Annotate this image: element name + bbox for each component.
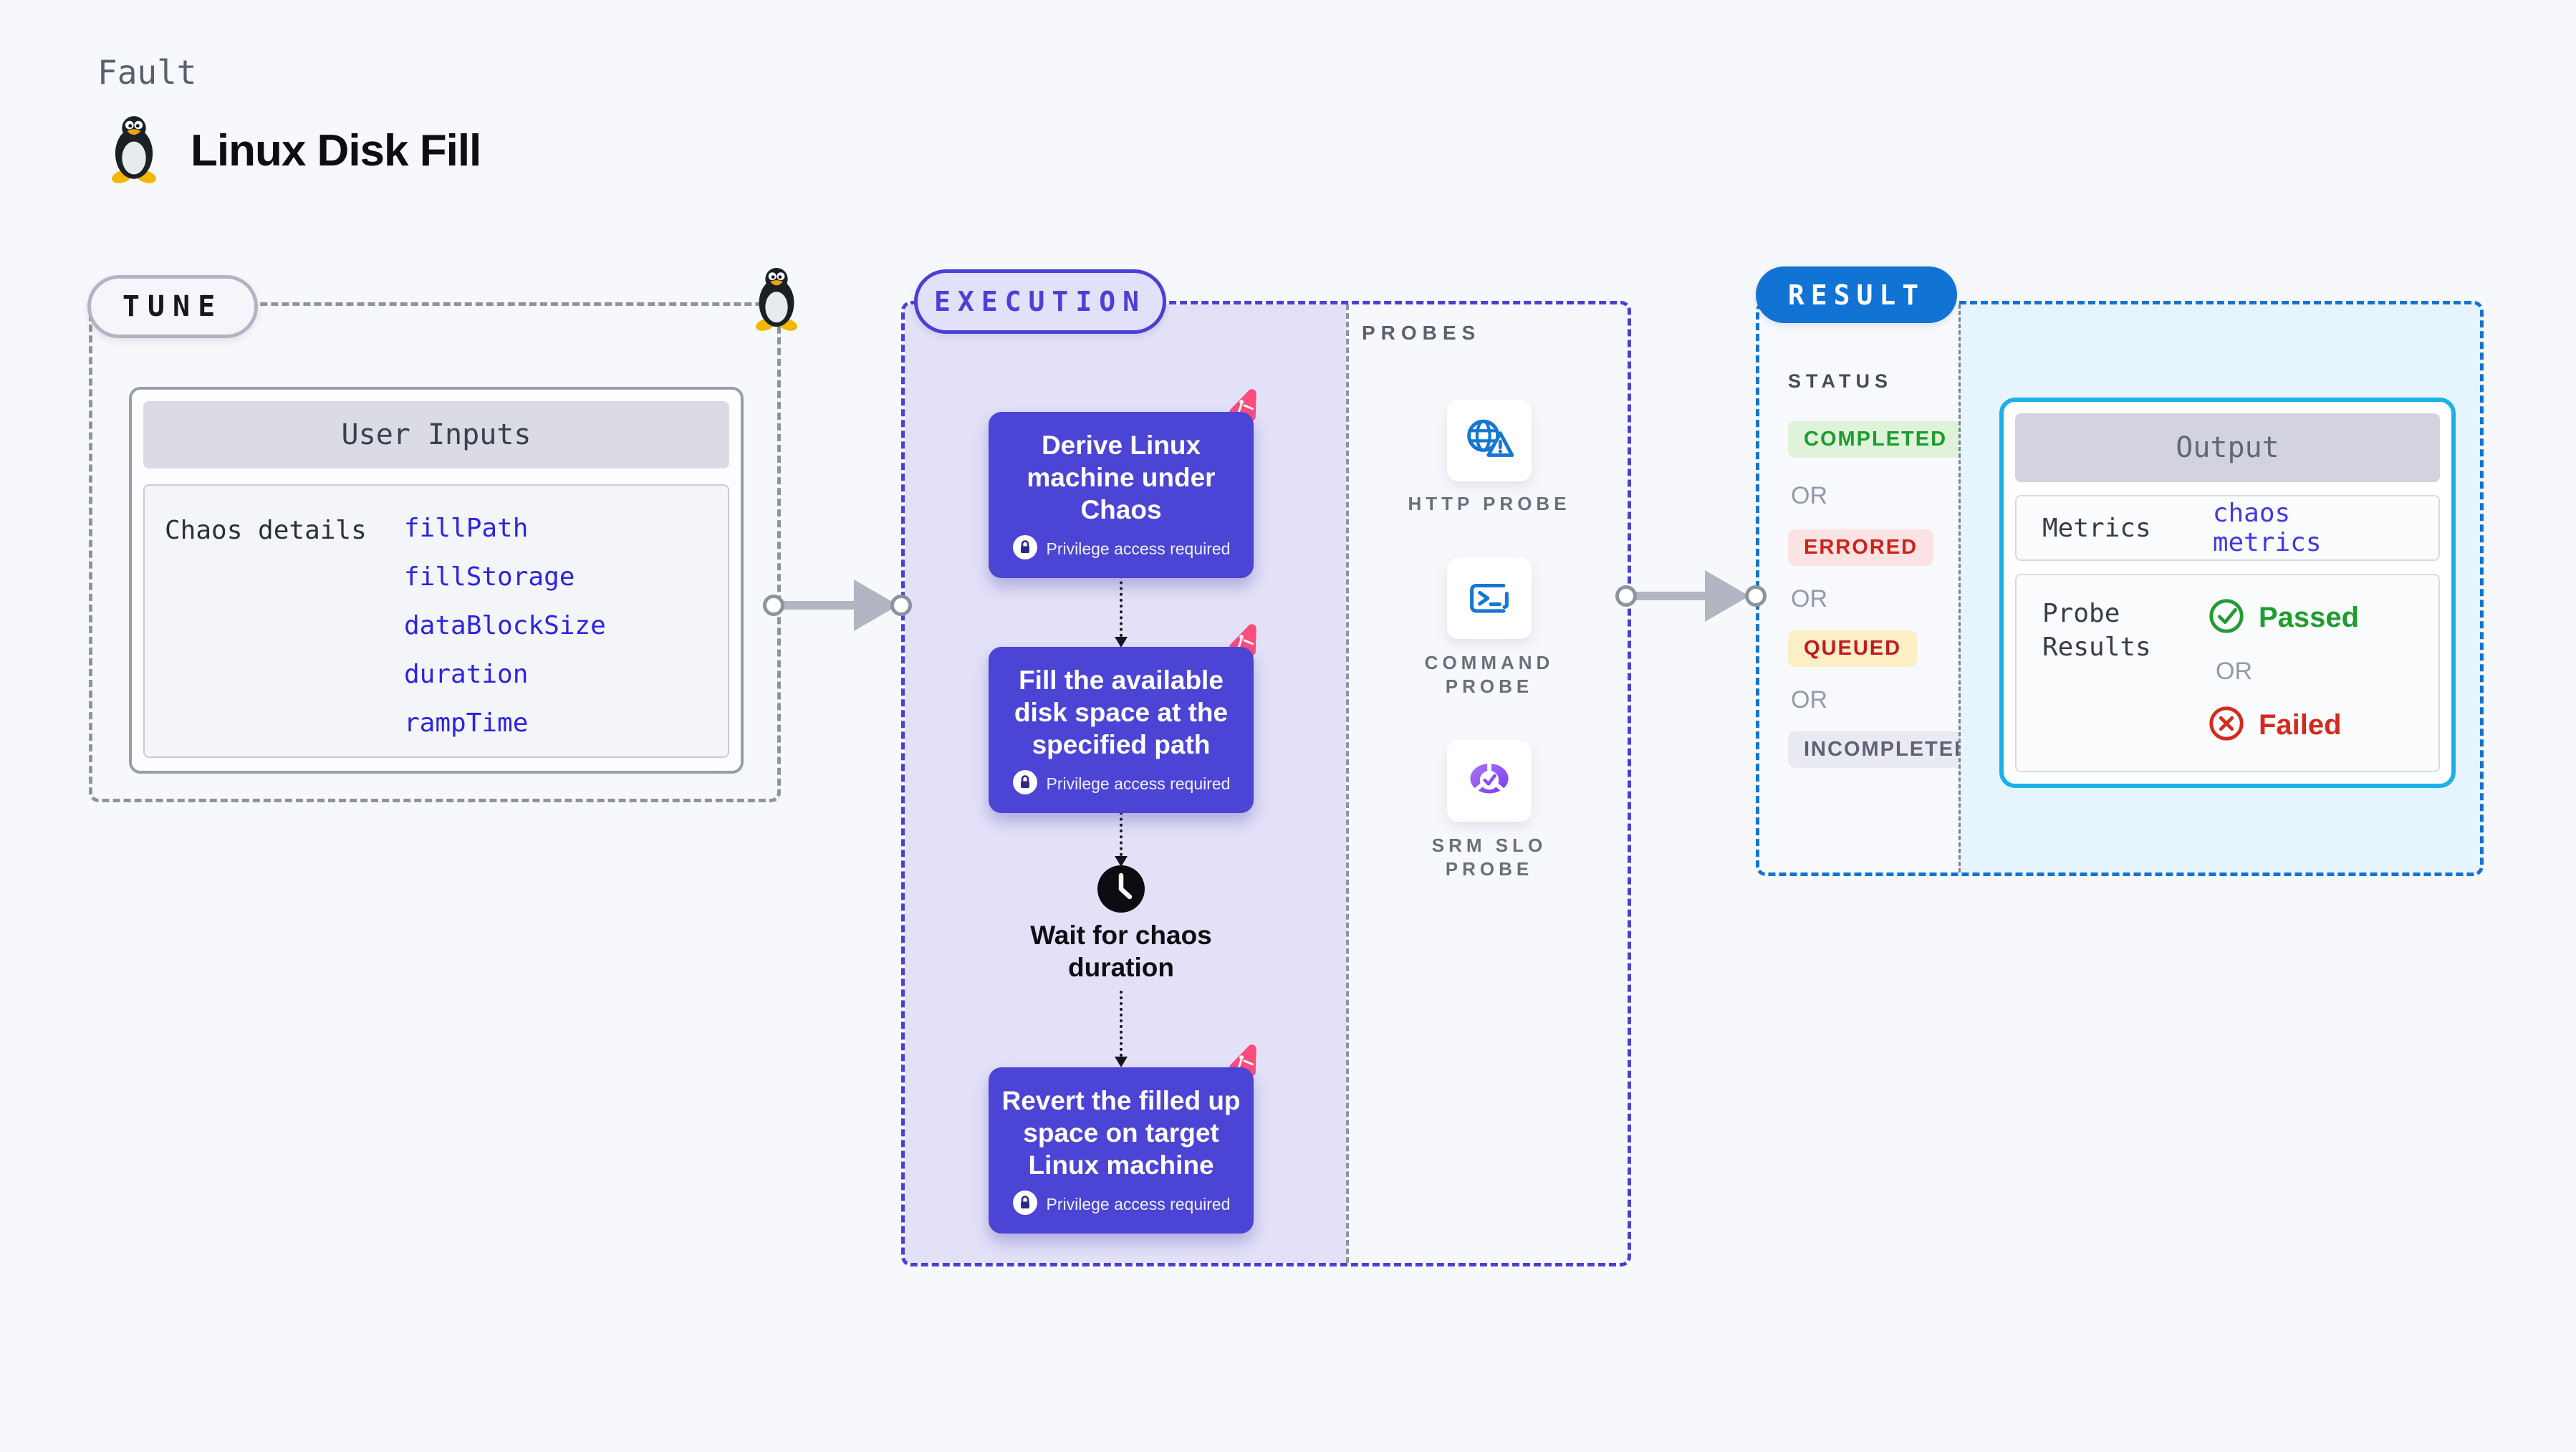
arrow-head-icon	[1115, 856, 1128, 867]
lock-icon	[1012, 534, 1038, 564]
page-title-row: Linux Disk Fill	[106, 115, 481, 187]
srm-slo-probe-card	[1447, 740, 1532, 822]
command-probe-label: COMMAND PROBE	[1424, 652, 1554, 697]
flow-dotted-line	[1120, 991, 1123, 1057]
connector-dot	[763, 595, 784, 616]
wait-step-label: Wait for chaos duration	[1030, 920, 1212, 982]
slo-pie-icon	[1463, 758, 1516, 804]
status-badge-errored: ERRORED	[1788, 529, 1934, 566]
input-link-fillpath[interactable]: fillPath	[404, 514, 529, 543]
status-badge-incompleted: INCOMPLETED	[1788, 731, 1987, 768]
user-inputs-table: Chaos details fillPath fillStorage dataB…	[143, 484, 729, 758]
execution-badge: EXECUTION	[914, 269, 1166, 334]
clock-icon	[1097, 865, 1145, 917]
check-circle-icon	[2207, 597, 2246, 639]
probe-results-label: Probe Results	[2042, 599, 2151, 662]
arrow-head-icon	[1115, 1057, 1128, 1067]
execution-section-box: PROBES HTTP PROBE	[901, 301, 1631, 1266]
x-circle-icon	[2207, 704, 2246, 746]
tune-section-box	[89, 302, 781, 802]
step-title: Derive Linux machine under Chaos	[1027, 431, 1216, 524]
status-label: STATUS	[1788, 370, 1893, 392]
connector-dot	[890, 595, 912, 616]
tux-icon	[751, 266, 802, 335]
probes-panel-label: PROBES	[1362, 322, 1481, 344]
step-card-fill: Fill the available disk space at the spe…	[989, 647, 1254, 813]
privilege-note: Privilege access required	[1046, 774, 1231, 793]
connector-dot	[1615, 585, 1637, 607]
step-title: Fill the available disk space at the spe…	[1014, 665, 1229, 759]
tune-badge: TUNE	[87, 275, 258, 338]
probe-results-row: Probe Results Passed	[2015, 574, 2440, 772]
http-probe-label: HTTP PROBE	[1408, 493, 1571, 514]
result-section-box: STATUS COMPLETED OR ERRORED OR QUEUED OR…	[1756, 301, 2484, 876]
flow-dotted-line	[1120, 800, 1123, 856]
or-separator: OR	[1791, 686, 1827, 713]
connector-dot	[1745, 585, 1767, 607]
tux-icon	[106, 115, 162, 187]
page-title: Linux Disk Fill	[191, 126, 481, 176]
input-link-duration[interactable]: duration	[404, 660, 529, 689]
failed-label: Failed	[2259, 709, 2342, 741]
output-card: Output Metrics chaos metrics Probe Resul…	[1999, 398, 2456, 788]
metrics-row: Metrics chaos metrics	[2015, 495, 2440, 561]
privilege-note: Privilege access required	[1046, 539, 1231, 558]
output-header: Output	[2015, 413, 2440, 482]
lock-icon	[1012, 1190, 1038, 1219]
input-link-ramptime[interactable]: rampTime	[404, 708, 529, 738]
or-separator: OR	[2216, 658, 2252, 685]
flow-arrow-tune-execution	[778, 601, 857, 610]
arrow-head-icon	[1115, 637, 1128, 648]
flow-arrow-execution-result	[1630, 592, 1708, 600]
globe-alert-icon	[1462, 415, 1517, 466]
fault-kind-label: Fault	[97, 53, 197, 92]
step-card-revert: Revert the filled up space on target Lin…	[989, 1067, 1254, 1234]
privilege-note: Privilege access required	[1046, 1195, 1231, 1213]
passed-label: Passed	[2259, 602, 2360, 633]
step-card-derive: Derive Linux machine under Chaos Privile…	[989, 412, 1254, 578]
probes-panel: PROBES HTTP PROBE	[1346, 304, 1628, 1263]
terminal-icon	[1464, 574, 1515, 622]
command-probe-card	[1447, 557, 1532, 639]
status-column: STATUS COMPLETED OR ERRORED OR QUEUED OR…	[1759, 304, 1987, 872]
output-panel: Output Metrics chaos metrics Probe Resul…	[1959, 304, 2480, 872]
arrow-head-icon	[1705, 570, 1749, 622]
input-link-datablocksize[interactable]: dataBlockSize	[404, 611, 606, 640]
chaos-metrics-link[interactable]: chaos metrics	[2212, 499, 2322, 557]
chaos-details-label: Chaos details	[165, 516, 367, 545]
input-link-fillstorage[interactable]: fillStorage	[404, 562, 575, 592]
user-inputs-card: User Inputs Chaos details fillPath fillS…	[129, 387, 744, 774]
status-badge-queued: QUEUED	[1788, 630, 1918, 667]
metrics-label: Metrics	[2042, 513, 2151, 543]
srm-slo-probe-label: SRM SLO PROBE	[1431, 835, 1547, 880]
flow-dotted-line	[1120, 564, 1123, 637]
step-title: Revert the filled up space on target Lin…	[1001, 1086, 1241, 1180]
or-separator: OR	[1791, 482, 1827, 509]
chaos-inputs-list: fillPath fillStorage dataBlockSize durat…	[404, 516, 606, 736]
result-badge: RESULT	[1756, 266, 1957, 323]
lock-icon	[1012, 769, 1038, 799]
user-inputs-header: User Inputs	[143, 401, 729, 468]
or-separator: OR	[1791, 585, 1827, 612]
http-probe-card	[1447, 400, 1532, 481]
status-badge-completed: COMPLETED	[1788, 421, 1964, 458]
